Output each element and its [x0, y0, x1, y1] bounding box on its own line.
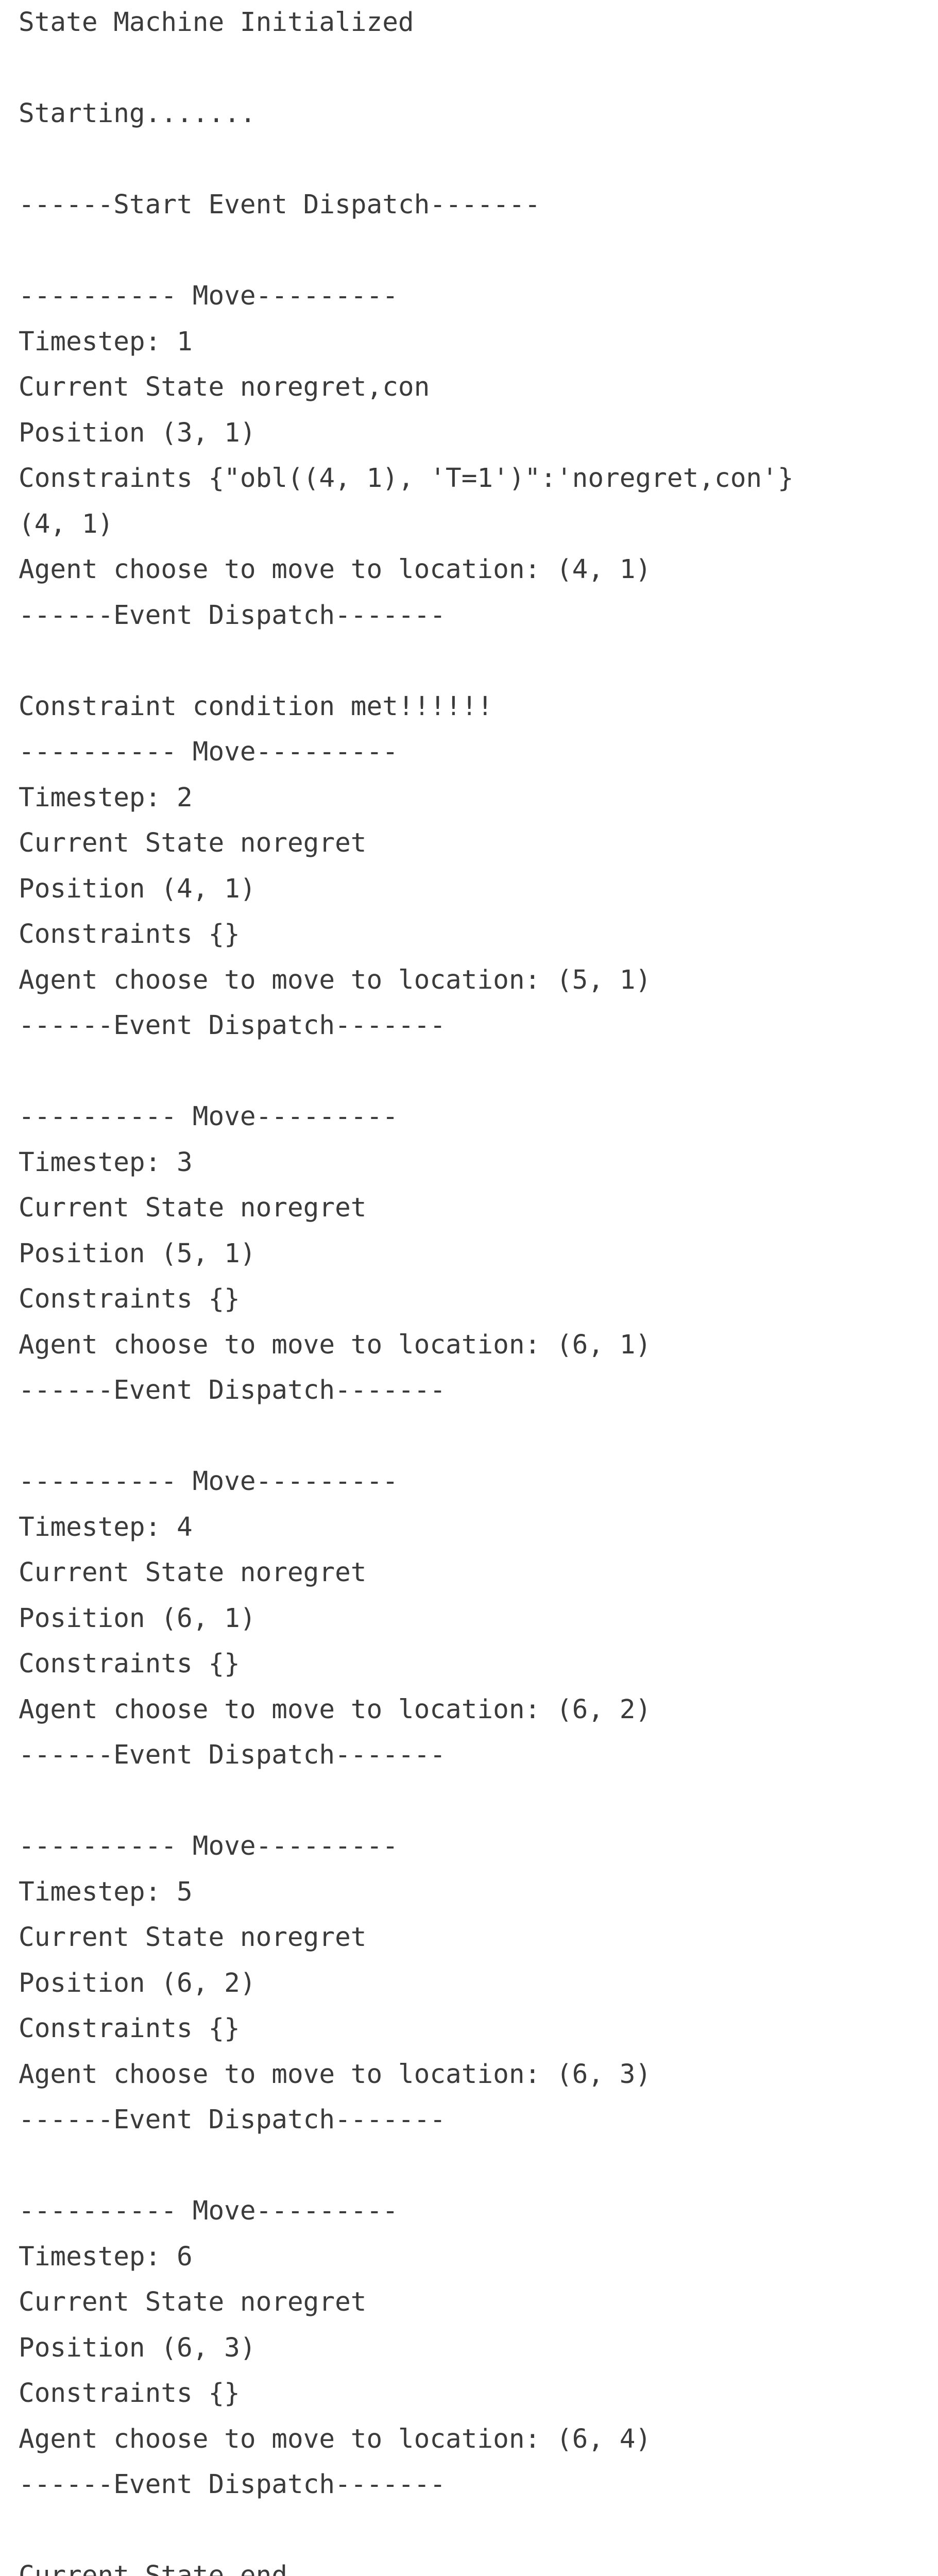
console-line: Agent choose to move to location: (4, 1) — [19, 554, 652, 585]
console-line: Timestep: 4 — [19, 1512, 193, 1543]
console-line: State Machine Initialized — [19, 7, 414, 38]
console-line: ------Event Dispatch------- — [19, 2105, 446, 2135]
console-line — [19, 2508, 928, 2554]
console-line: Timestep: 2 — [19, 782, 193, 813]
console-line: Current State end — [19, 2561, 287, 2576]
console-line: Constraints {} — [19, 1284, 240, 1314]
console-line: Starting....... — [19, 98, 256, 129]
console-line: Constraints {} — [19, 2378, 240, 2409]
console-line: Agent choose to move to location: (6, 4) — [19, 2424, 652, 2454]
console-line: Constraints {} — [19, 1649, 240, 1679]
console-line: Agent choose to move to location: (5, 1) — [19, 964, 652, 995]
console-line: (4, 1) — [19, 509, 114, 539]
console-line: ------Event Dispatch------- — [19, 600, 446, 631]
console-line: Position (6, 2) — [19, 1968, 256, 1998]
console-line — [19, 228, 928, 274]
console-line: ------Start Event Dispatch------- — [19, 190, 541, 220]
console-line: Timestep: 3 — [19, 1147, 193, 1178]
console-line — [19, 2143, 928, 2189]
console-line: Current State noregret — [19, 1193, 367, 1223]
console-line: Current State noregret — [19, 828, 367, 858]
console-line: Agent choose to move to location: (6, 3) — [19, 2059, 652, 2090]
console-line: Position (6, 3) — [19, 2332, 256, 2363]
console-line: Constraints {} — [19, 2013, 240, 2044]
console-line: ---------- Move--------- — [19, 2196, 398, 2226]
console-line: ------Event Dispatch------- — [19, 1375, 446, 1405]
console-line: Timestep: 5 — [19, 1876, 193, 1907]
console-line: Current State noregret — [19, 2287, 367, 2317]
console-line: Constraints {} — [19, 919, 240, 950]
console-line — [19, 1778, 928, 1824]
console-line: Constraints {"obl((4, 1), 'T=1')":'noreg… — [19, 463, 794, 494]
console-line: Position (4, 1) — [19, 873, 256, 904]
console-line — [19, 638, 928, 684]
console-line: Position (6, 1) — [19, 1603, 256, 1634]
console-line: Current State noregret,con — [19, 372, 430, 402]
console-line: ------Event Dispatch------- — [19, 1740, 446, 1770]
console-line: Position (5, 1) — [19, 1238, 256, 1269]
console-line: ------Event Dispatch------- — [19, 2469, 446, 2500]
console-line: ------Event Dispatch------- — [19, 1010, 446, 1041]
console-line: ---------- Move--------- — [19, 1831, 398, 1861]
console-line: ---------- Move--------- — [19, 281, 398, 311]
console-line — [19, 46, 928, 92]
console-line — [19, 1414, 928, 1460]
console-line: ---------- Move--------- — [19, 1101, 398, 1132]
console-line: Current State noregret — [19, 1557, 367, 1588]
console-line: Constraint condition met!!!!!! — [19, 691, 493, 722]
console-line — [19, 1049, 928, 1095]
console-line: ---------- Move--------- — [19, 1466, 398, 1497]
console-line: Position (3, 1) — [19, 417, 256, 448]
console-line — [19, 137, 928, 183]
console-line: ---------- Move--------- — [19, 737, 398, 767]
console-line: Agent choose to move to location: (6, 1) — [19, 1329, 652, 1360]
console-line: Timestep: 6 — [19, 2241, 193, 2272]
console-line: Agent choose to move to location: (6, 2) — [19, 1694, 652, 1725]
console-line: Current State noregret — [19, 1922, 367, 1953]
console-line: Timestep: 1 — [19, 326, 193, 357]
